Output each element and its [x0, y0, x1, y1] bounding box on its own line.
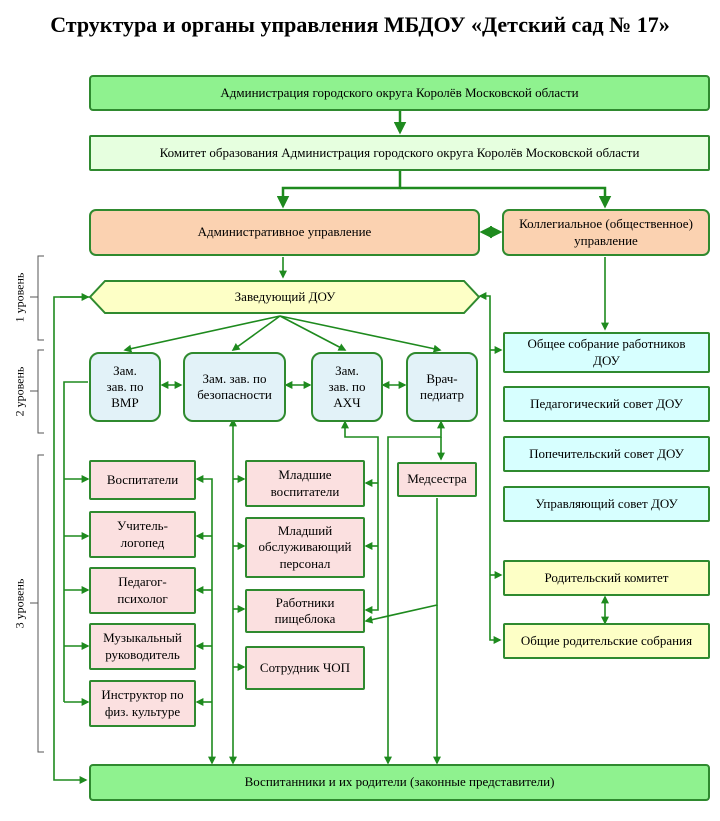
node-security-staff: Сотрудник ЧОП — [245, 646, 365, 690]
node-junior-staff: Младший обслуживающий персонал — [245, 517, 365, 578]
node-deputy-security: Зам. зав. по безопасности — [183, 352, 286, 422]
node-admin-management: Административное управление — [89, 209, 480, 256]
node-deputy-vmr: Зам. зав. по ВМР — [89, 352, 161, 422]
page-title: Структура и органы управления МБДОУ «Дет… — [50, 12, 670, 37]
node-pedagogical-council: Педагогический совет ДОУ — [503, 386, 710, 422]
node-head: Заведующий ДОУ — [234, 289, 336, 304]
node-psychologist: Педагог-психолог — [89, 567, 196, 614]
node-pe-instructor: Инструктор по физ. культуре — [89, 680, 196, 727]
node-collegial-management: Коллегиальное (общественное) управление — [502, 209, 710, 256]
top-arrows — [276, 111, 612, 239]
node-parent-meetings: Общие родительские собрания — [503, 623, 710, 659]
node-pupils-parents: Воспитанники и их родители (законные пре… — [89, 764, 710, 801]
node-catering: Работники пищеблока — [245, 589, 365, 633]
node-junior-teachers: Младшие воспитатели — [245, 460, 365, 507]
node-administration: Администрация городского округа Королёв … — [89, 75, 710, 111]
node-nurse: Медсестра — [397, 462, 477, 497]
node-music-director: Музыкальный руководитель — [89, 623, 196, 670]
node-parent-committee: Родительский комитет — [503, 560, 710, 596]
node-trustee-council: Попечительский совет ДОУ — [503, 436, 710, 472]
node-general-meeting: Общее собрание работников ДОУ — [503, 332, 710, 373]
node-doctor: Врач-педиатр — [406, 352, 478, 422]
inner-arrows — [53, 257, 609, 784]
node-deputy-ahch: Зам. зав. по АХЧ — [311, 352, 383, 422]
node-committee: Комитет образования Администрация городс… — [89, 135, 710, 171]
node-speech-therapist: Учитель-логопед — [89, 511, 196, 558]
level-brackets — [30, 255, 44, 753]
node-governing-council: Управляющий совет ДОУ — [503, 486, 710, 522]
node-teachers: Воспитатели — [89, 460, 196, 500]
